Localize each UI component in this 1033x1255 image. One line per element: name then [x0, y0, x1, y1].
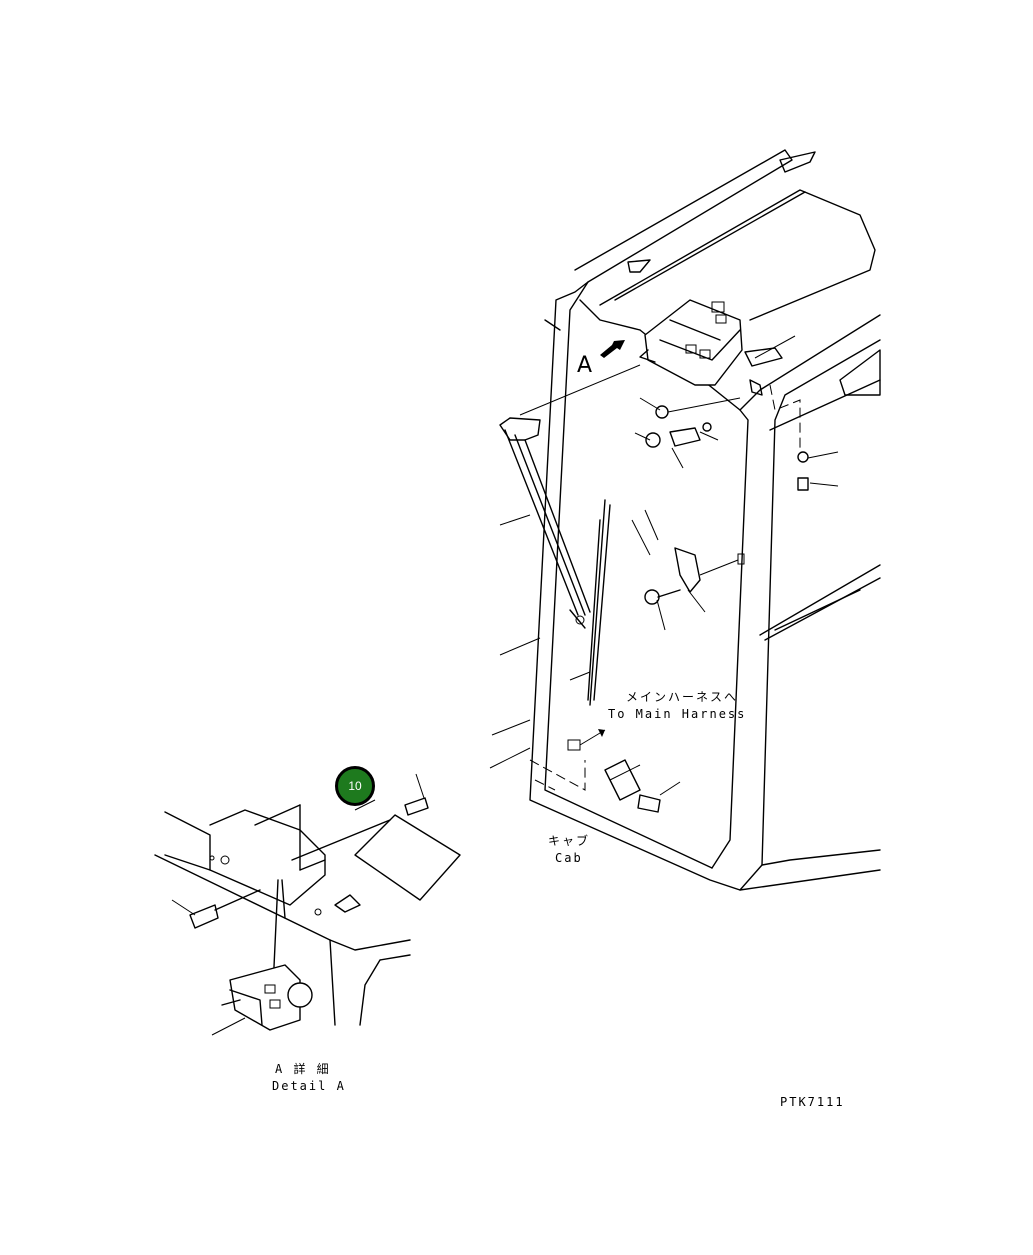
cab-frame — [529, 149, 881, 891]
leader-lines — [415, 335, 839, 799]
cab-label-jp: キャブ — [548, 834, 591, 848]
window-glass — [631, 509, 659, 556]
cab-label-en: Cab — [555, 851, 583, 865]
harness-label-en: To Main Harness — [608, 707, 747, 721]
detail-label-en: Detail A — [272, 1079, 346, 1093]
fasteners — [567, 405, 809, 813]
detail-label-jp: A 詳 細 — [275, 1062, 331, 1076]
wiper-motor-assembly — [639, 299, 783, 396]
view-a-label: A — [577, 353, 593, 378]
harness-routing — [529, 340, 801, 791]
harness-label-jp: メインハーネスへ — [626, 690, 739, 704]
detail-a-drawing — [154, 797, 461, 1036]
part-callout-10[interactable]: 10 — [335, 766, 375, 806]
wiper-blade — [587, 499, 611, 706]
drawing-code: PTK7111 — [780, 1095, 845, 1109]
wiper-arm — [499, 417, 591, 629]
